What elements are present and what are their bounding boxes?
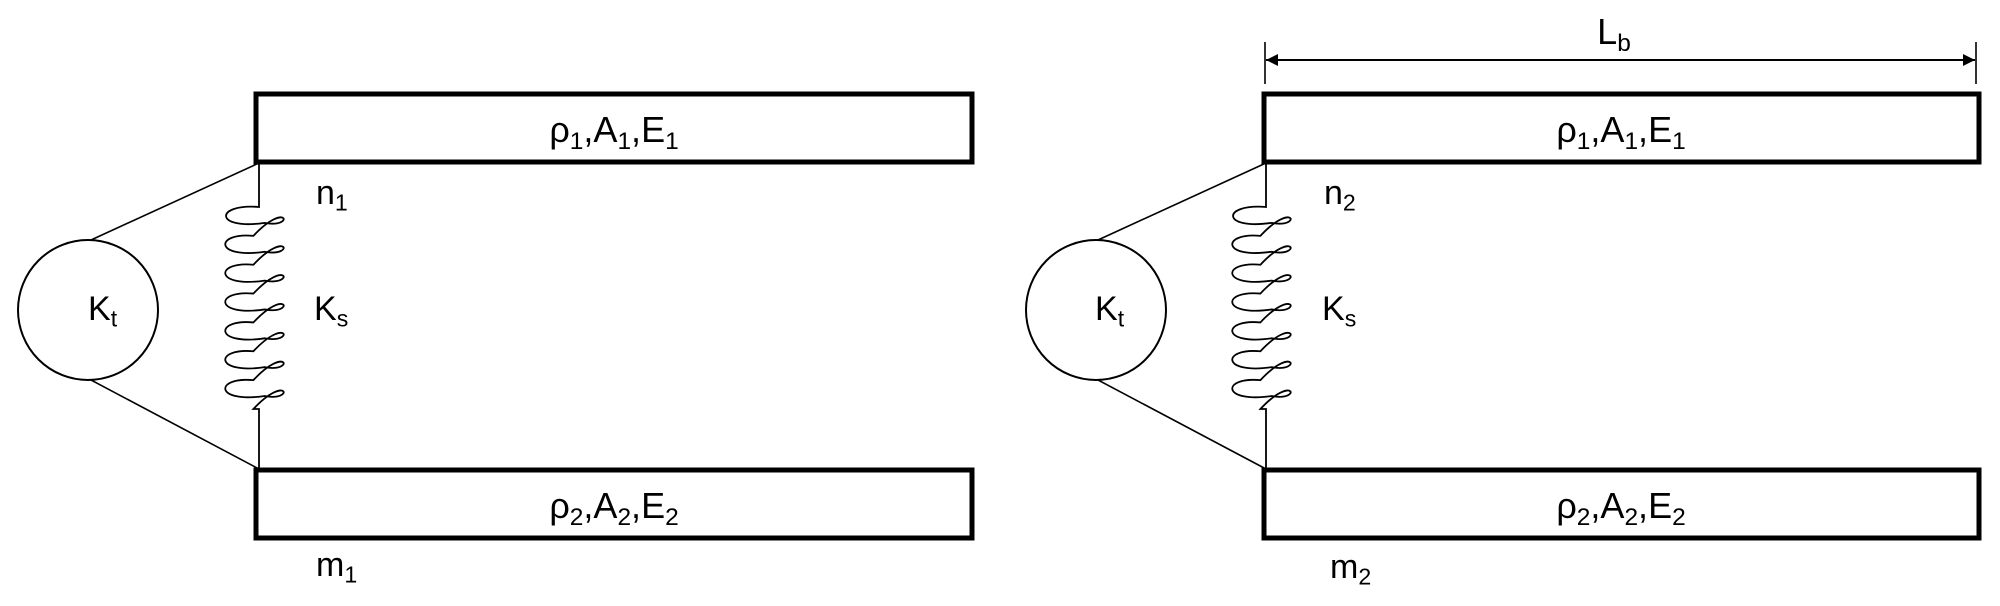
left-bottom-beam-label: ρ2,A2,E2 <box>549 485 679 531</box>
right-shear-spring-label: Ks <box>1322 290 1357 332</box>
left-node-top-label: n1 <box>316 174 348 216</box>
right-bottom-beam <box>1261 467 1982 541</box>
right-connector-bottom-line <box>1097 379 1267 470</box>
right-node-bottom-label: m2 <box>1330 548 1372 590</box>
right-top-beam-label: ρ1,A1,E1 <box>1556 109 1686 155</box>
right-shear-spring-coil <box>1231 163 1292 469</box>
left-torsion-spring-label: Kt <box>88 290 118 332</box>
left-top-beam <box>253 91 975 165</box>
left-assembly <box>17 91 975 541</box>
right-bottom-beam-label: ρ2,A2,E2 <box>1556 485 1686 531</box>
left-shear-spring-coil <box>224 163 285 469</box>
left-top-beam-label: ρ1,A1,E1 <box>549 109 679 155</box>
left-bottom-beam <box>253 467 975 541</box>
left-connector-top-line <box>90 162 260 241</box>
left-node-bottom-label: m1 <box>316 546 358 588</box>
right-torsion-spring-label: Kt <box>1095 290 1125 332</box>
right-assembly <box>1025 42 1982 541</box>
right-torsion-spring-circle <box>1025 239 1167 381</box>
left-torsion-spring-circle <box>17 239 159 381</box>
left-connector-bottom-line <box>90 379 260 470</box>
right-node-top-label: n2 <box>1324 174 1356 216</box>
right-top-beam <box>1261 91 1982 165</box>
right-connector-top-line <box>1097 162 1267 241</box>
left-shear-spring-label: Ks <box>314 290 349 332</box>
length-dimension-label: Lb <box>1597 11 1631 57</box>
